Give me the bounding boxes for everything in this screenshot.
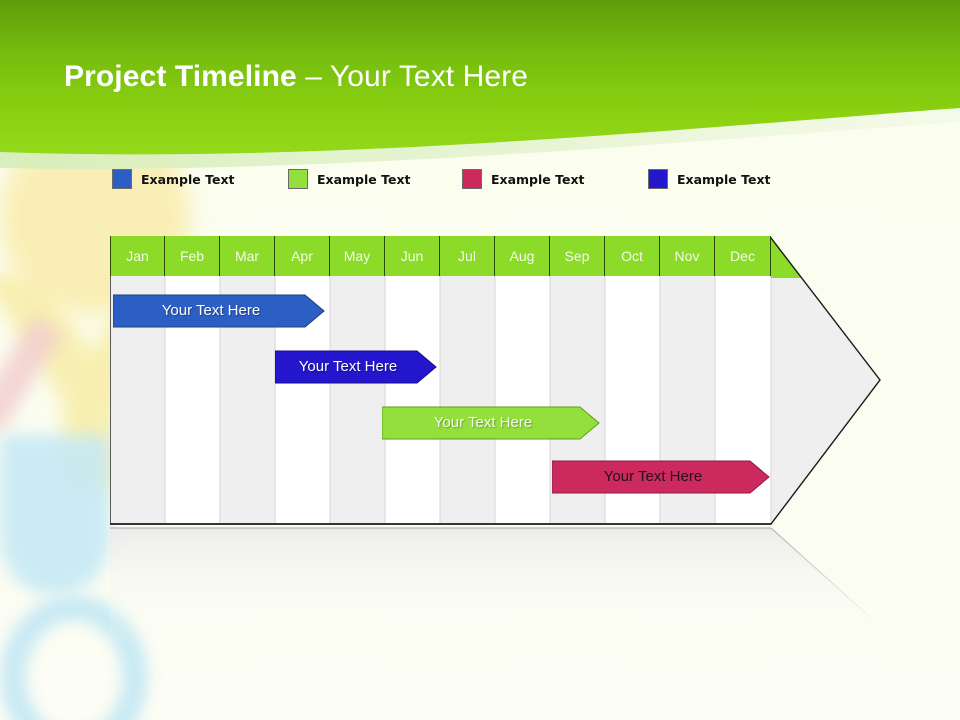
month-cell-jul[interactable]: Jul [440, 236, 495, 276]
month-cell-oct[interactable]: Oct [605, 236, 660, 276]
task-bar-1-shape [113, 294, 325, 328]
legend-label-4: Example Text [677, 171, 771, 187]
chart-body-svg [110, 237, 881, 525]
title-bold-part: Project Timeline [64, 60, 297, 93]
title-light-part: – Your Text Here [296, 60, 529, 93]
page-title: Project Timeline – Your Text Here [64, 60, 528, 94]
legend-swatch-icon-3 [462, 169, 482, 189]
legend: Example Text Example Text Example Text E… [0, 169, 960, 195]
task-bar-1[interactable]: Your Text Here [113, 294, 325, 328]
legend-item-3[interactable]: Example Text [462, 169, 585, 189]
month-cell-dec[interactable]: Dec [715, 236, 771, 276]
task-bar-4-label: Your Text Here [603, 468, 703, 485]
legend-item-2[interactable]: Example Text [288, 169, 411, 189]
month-cell-may[interactable]: May [330, 236, 385, 276]
month-cell-sep[interactable]: Sep [550, 236, 605, 276]
task-bar-4[interactable]: Your Text Here [552, 460, 770, 494]
month-cell-feb[interactable]: Feb [165, 236, 220, 276]
month-cell-jun[interactable]: Jun [385, 236, 440, 276]
legend-label-2: Example Text [317, 171, 411, 187]
legend-label-1: Example Text [141, 171, 235, 187]
month-cell-aug[interactable]: Aug [495, 236, 550, 276]
task-bar-1-label: Your Text Here [161, 302, 261, 319]
legend-swatch-icon-2 [288, 169, 308, 189]
task-bar-3[interactable]: Your Text Here [382, 406, 600, 440]
task-bar-2-label: Your Text Here [298, 358, 398, 375]
task-bar-3-shape [382, 406, 600, 440]
legend-item-4[interactable]: Example Text [648, 169, 771, 189]
header-banner [0, 0, 960, 190]
task-bar-2-shape [275, 350, 437, 384]
task-bar-4-shape [552, 460, 770, 494]
legend-item-1[interactable]: Example Text [112, 169, 235, 189]
task-bar-2[interactable]: Your Text Here [275, 350, 437, 384]
task-bar-3-label: Your Text Here [433, 414, 533, 431]
month-cell-nov[interactable]: Nov [660, 236, 715, 276]
month-cell-apr[interactable]: Apr [275, 236, 330, 276]
month-cell-jan[interactable]: Jan [110, 236, 165, 276]
month-cell-mar[interactable]: Mar [220, 236, 275, 276]
timeline-chart: Jan Feb Mar Apr May Jun Jul Aug Sep Oct … [110, 236, 881, 526]
legend-swatch-icon-4 [648, 169, 668, 189]
legend-label-3: Example Text [491, 171, 585, 187]
column-separators [164, 276, 772, 524]
legend-swatch-icon-1 [112, 169, 132, 189]
decorative-letter-b-cyan [0, 435, 110, 595]
